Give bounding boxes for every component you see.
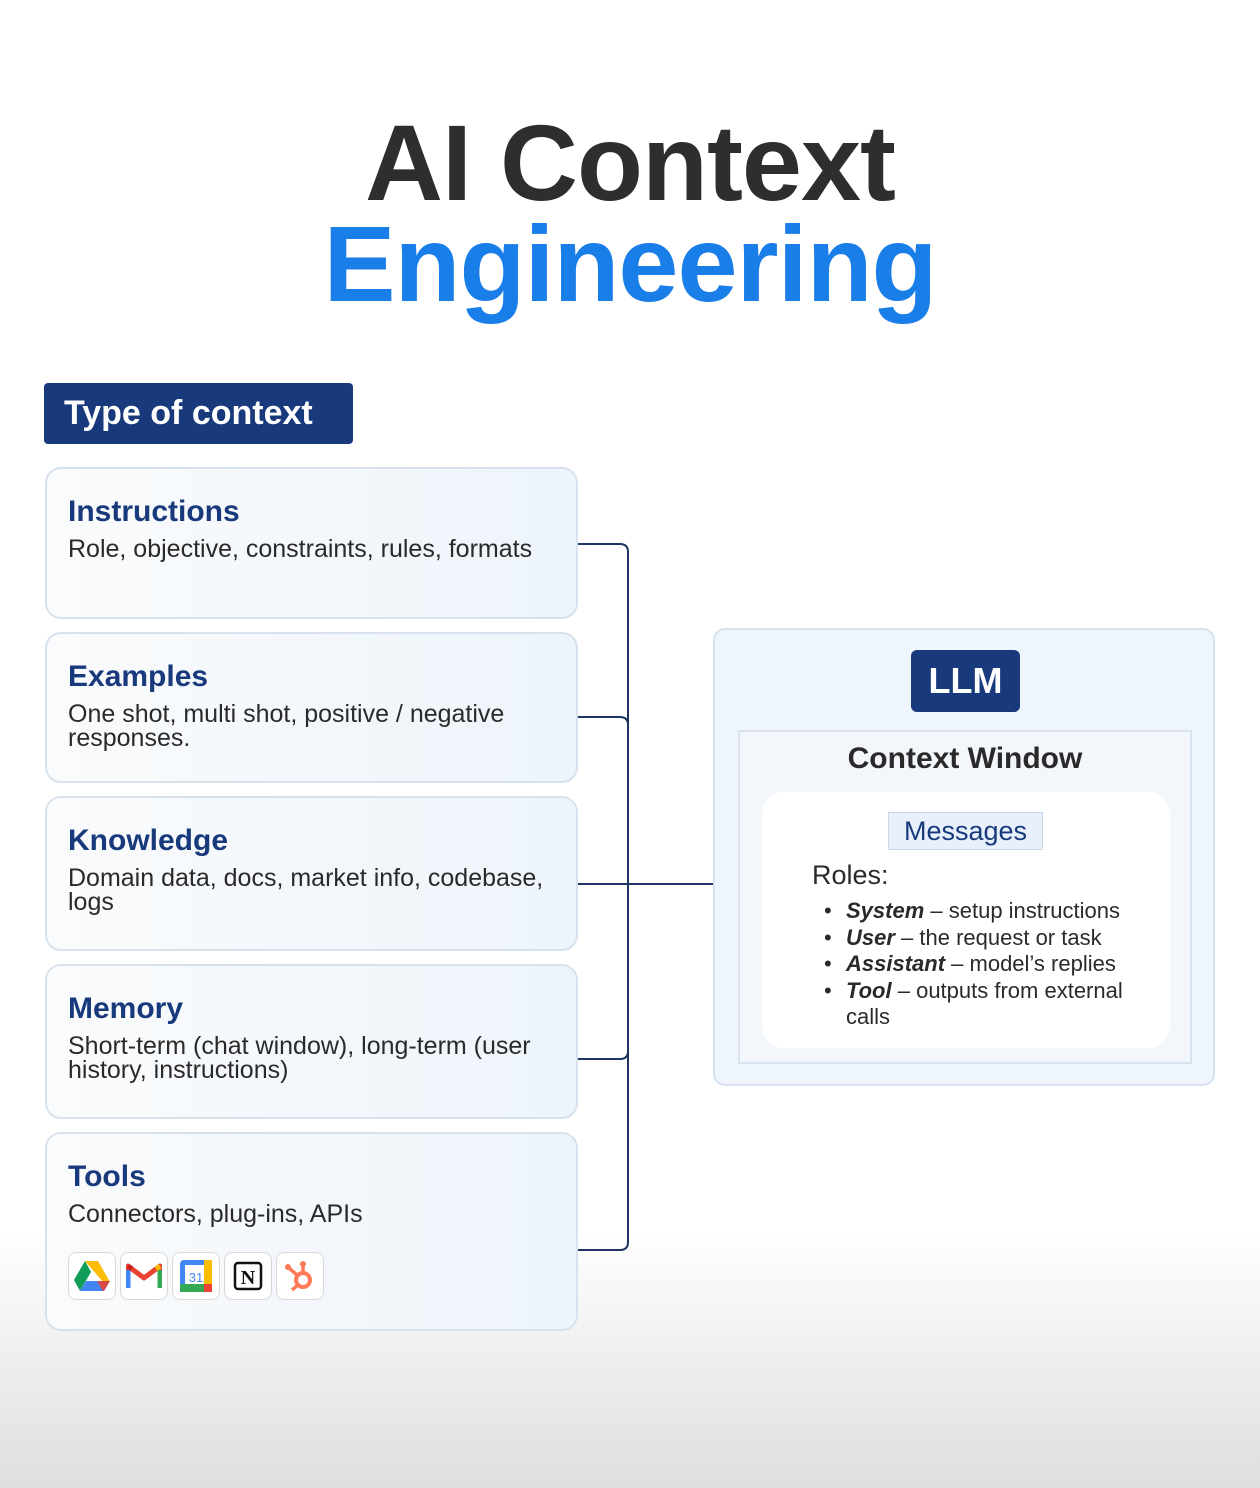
role-item-user: User – the request or task [824,925,1164,952]
messages-panel: Messages Roles: System – setup instructi… [762,792,1170,1048]
role-description: – model’s replies [945,951,1116,976]
google-calendar-icon: 31 [172,1252,220,1300]
card-title: Memory [68,992,184,1025]
role-item-system: System – setup instructions [824,898,1164,925]
role-description: – the request or task [894,924,1102,950]
card-description: Connectors, plug-ins, APIs [68,1200,363,1228]
role-name: Assistant [846,951,946,976]
context-window: Context Window Messages Roles: System – … [738,730,1192,1064]
card-title: Tools [68,1160,146,1193]
bracket-memory [578,1050,629,1060]
google-drive-icon [68,1252,116,1300]
tool-icons-row: 31 N [68,1252,324,1300]
role-description: – setup instructions [924,898,1120,923]
card-title: Instructions [68,495,240,528]
llm-panel: LLM Context Window Messages Roles: Syste… [713,628,1215,1086]
bracket-instructions [578,543,629,1251]
role-description: – outputs from external calls [846,977,1123,1030]
title-line-2: Engineering [323,203,937,324]
messages-tag: Messages [888,812,1043,850]
card-description: Role, objective, constraints, rules, for… [68,535,533,563]
role-name: System [846,898,925,923]
card-memory: Memory Short-term (chat window), long-te… [45,964,578,1119]
role-name: User [846,924,895,950]
roles-label: Roles: [812,860,889,890]
role-item-assistant: Assistant – model’s replies [824,951,1164,978]
card-title: Knowledge [68,824,229,857]
notion-letter: N [241,1267,256,1289]
card-description: Short-term (chat window), long-term (use… [68,1032,531,1084]
card-title: Examples [68,660,209,693]
card-instructions: Instructions Role, objective, constraint… [45,467,578,619]
bracket-examples [578,716,629,726]
role-item-tool: Tool – outputs from external calls [824,978,1164,1031]
calendar-day-text: 31 [189,1270,203,1285]
card-description: Domain data, docs, market info, codebase… [68,864,544,916]
card-description: One shot, multi shot, positive / negativ… [68,700,505,752]
hubspot-icon [276,1252,324,1300]
card-tools: Tools Connectors, plug-ins, APIs [45,1132,578,1331]
gmail-icon [120,1252,168,1300]
context-window-title: Context Window [847,742,1083,775]
card-knowledge: Knowledge Domain data, docs, market info… [45,796,578,951]
card-examples: Examples One shot, multi shot, positive … [45,632,578,783]
roles-list: System – setup instructions User – the r… [824,898,1164,1031]
role-name: Tool [846,977,892,1003]
title-line-1: AI Context [365,102,896,223]
type-of-context-label: Type of context [44,383,353,444]
llm-badge: LLM [911,650,1020,712]
notion-icon: N [224,1252,272,1300]
